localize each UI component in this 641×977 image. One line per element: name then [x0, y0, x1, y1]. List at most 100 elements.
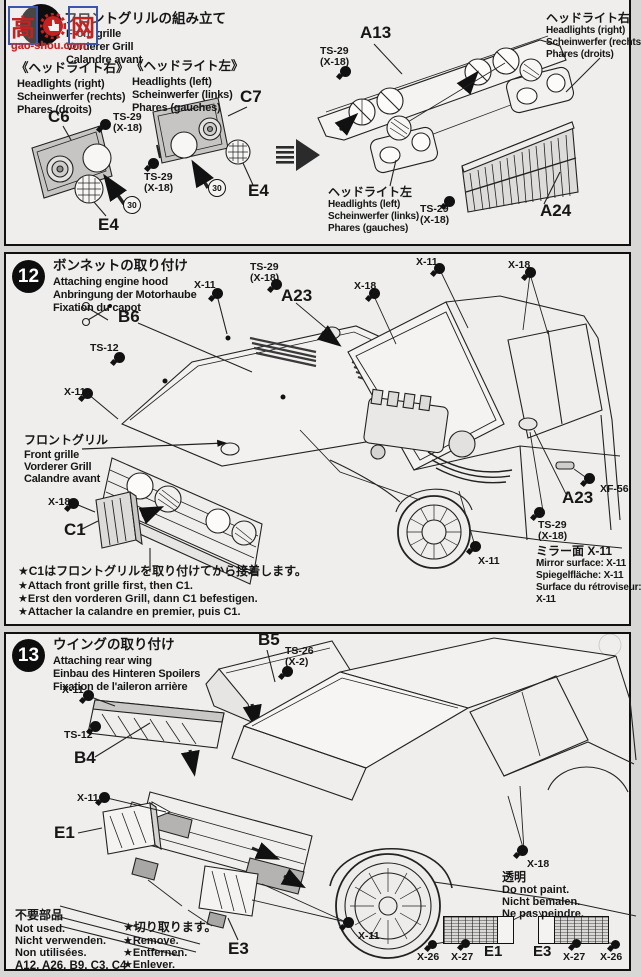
paint-dot: [100, 119, 111, 130]
paint-dot: [534, 507, 545, 518]
paint-ts29: TS-29: [144, 171, 173, 183]
paint-ts29: TS-29: [538, 519, 567, 531]
car-body-front: [299, 295, 623, 569]
headlight-left-assembly: [152, 97, 254, 189]
paint-dot: [68, 498, 79, 509]
paint-x11: X-11: [62, 684, 84, 696]
part-e1: [77, 801, 183, 907]
step11-title-en: Front grille: [66, 28, 122, 40]
step12-note-jp: ★C1はフロントグリルを取り付けてから接着します。: [18, 564, 307, 578]
hl-left2-jp: ヘッドライト左: [328, 185, 413, 199]
hl-left-fr: Phares (gauches): [132, 102, 221, 114]
not-used-jp: 不要部品: [15, 908, 64, 922]
hl-left2-en: Headlights (left): [328, 199, 401, 210]
nopaint-de: Nicht bemalen.: [502, 896, 581, 908]
grille-label-jp: フロントグリル: [24, 433, 109, 447]
paint-dot: [90, 721, 101, 732]
paint-dot: [572, 939, 581, 948]
hl-left2-fr: Phares (gauches): [328, 223, 409, 234]
paint-ts26: TS-26: [285, 645, 314, 657]
mirror-note-de: Spiegelfläche: X-11: [536, 570, 624, 581]
mirror-note-fr: Surface du rétroviseur:: [536, 582, 641, 593]
paint-x18: X-18: [48, 496, 71, 508]
part-label-e4: E4: [248, 181, 269, 200]
paint-dot: [428, 940, 437, 949]
remove-note-de: ★Entfernen.: [123, 947, 188, 959]
paint-dot: [282, 666, 293, 677]
paint-ts29: TS-29: [420, 203, 449, 215]
remove-note-en: ★Remove.: [123, 935, 179, 947]
paint-xf56: XF-56: [600, 483, 629, 495]
paint-dot: [114, 352, 125, 363]
paint-x11: X-11: [77, 792, 99, 804]
paint-dot: [148, 158, 159, 169]
headlight-right-assembly: [31, 125, 127, 217]
paint-x11: X-11: [416, 256, 438, 268]
part-c1: [77, 490, 165, 549]
mirror-note-jp: ミラー面 X-11: [536, 544, 613, 558]
step13-title-de: Einbau des Hinteren Spoilers: [53, 668, 201, 680]
step12-title-jp: ボンネットの取り付け: [53, 258, 188, 273]
cutter-icon: [81, 301, 112, 327]
paint-x26: X-26: [600, 951, 623, 963]
watermark-domain: gao-shou.com: [11, 40, 87, 52]
paint-swatch-e1: [443, 916, 514, 944]
step13-title-en: Attaching rear wing: [53, 655, 152, 667]
paint-ts29: TS-29: [320, 45, 349, 57]
paint-ts29-sub: (X-18): [144, 182, 174, 194]
paint-x11: X-11: [194, 279, 216, 291]
step11-title-jp: フロントグリルの組み立て: [64, 11, 226, 26]
step13-title-fr: Fixation de l'aileron arrière: [53, 681, 188, 693]
part-label-a13: A13: [360, 23, 392, 42]
not-used-de: Nicht verwenden.: [15, 935, 107, 947]
rear-wing-b4: [87, 696, 225, 777]
hl-right2-en: Headlights (right): [546, 25, 626, 36]
clear-column: [497, 917, 513, 943]
paint-dot: [369, 288, 380, 299]
nopaint-fr: Ne pas peindre.: [502, 908, 584, 920]
paint-ts12: TS-12: [64, 729, 93, 741]
paint-x11: X-11: [478, 555, 500, 567]
paint-dot: [611, 940, 620, 949]
grille-label-fr: Calandre avant: [24, 473, 101, 485]
paint-dot: [212, 288, 223, 299]
not-used-fr: Non utilisées.: [15, 947, 87, 959]
paint-ts29-sub: (X-18): [250, 272, 280, 284]
watermark-logo-icon: [40, 12, 66, 39]
circled-number: 30: [208, 179, 226, 197]
not-used-parts: A12, A26, B9, C3, C4: [15, 960, 127, 972]
paint-dot: [470, 541, 481, 552]
hl-left2-de: Scheinwerfer (links): [328, 211, 420, 222]
step12-badge: 12: [12, 260, 45, 293]
hl-right2-fr: Phares (droits): [546, 49, 614, 60]
hl-right-jp: 《ヘッドライト右》: [16, 61, 129, 75]
paint-x11: X-11: [64, 386, 86, 398]
remove-note-jp: ★切り取ります。: [123, 920, 217, 934]
paint-dot: [584, 473, 595, 484]
watermark: 高 网: [8, 6, 98, 45]
step12-title-fr: Fixation du capot: [53, 302, 141, 314]
not-used-en: Not used.: [15, 923, 66, 935]
paint-x18: X-18: [527, 858, 550, 870]
paint-x26: X-26: [417, 951, 440, 963]
hl-right-de: Scheinwerfer (rechts): [17, 91, 126, 103]
part-label-a23: A23: [562, 488, 594, 507]
circled-number: 30: [123, 196, 141, 214]
clear-column: [539, 917, 555, 943]
part-label-a23: A23: [281, 286, 313, 305]
hl-left-en: Headlights (left): [132, 76, 212, 88]
headlight-subassembly-right: [505, 57, 601, 114]
remove-note-fr: ★Enlever.: [123, 959, 176, 971]
hl-left-jp: 《ヘッドライト左》: [131, 59, 244, 73]
step11-title-fr: Calandre avant: [66, 54, 143, 66]
paint-dot: [434, 263, 445, 274]
paint-dot: [83, 690, 94, 701]
paint-x11: X-11: [358, 930, 380, 942]
step12-note-fr: ★Attacher la calandre en premier, puis C…: [18, 606, 241, 618]
hl-left-de: Scheinwerfer (links): [132, 89, 233, 101]
paint-dot: [461, 939, 470, 948]
paint-ts29-sub: (X-18): [320, 56, 350, 68]
part-e3: [187, 865, 259, 941]
